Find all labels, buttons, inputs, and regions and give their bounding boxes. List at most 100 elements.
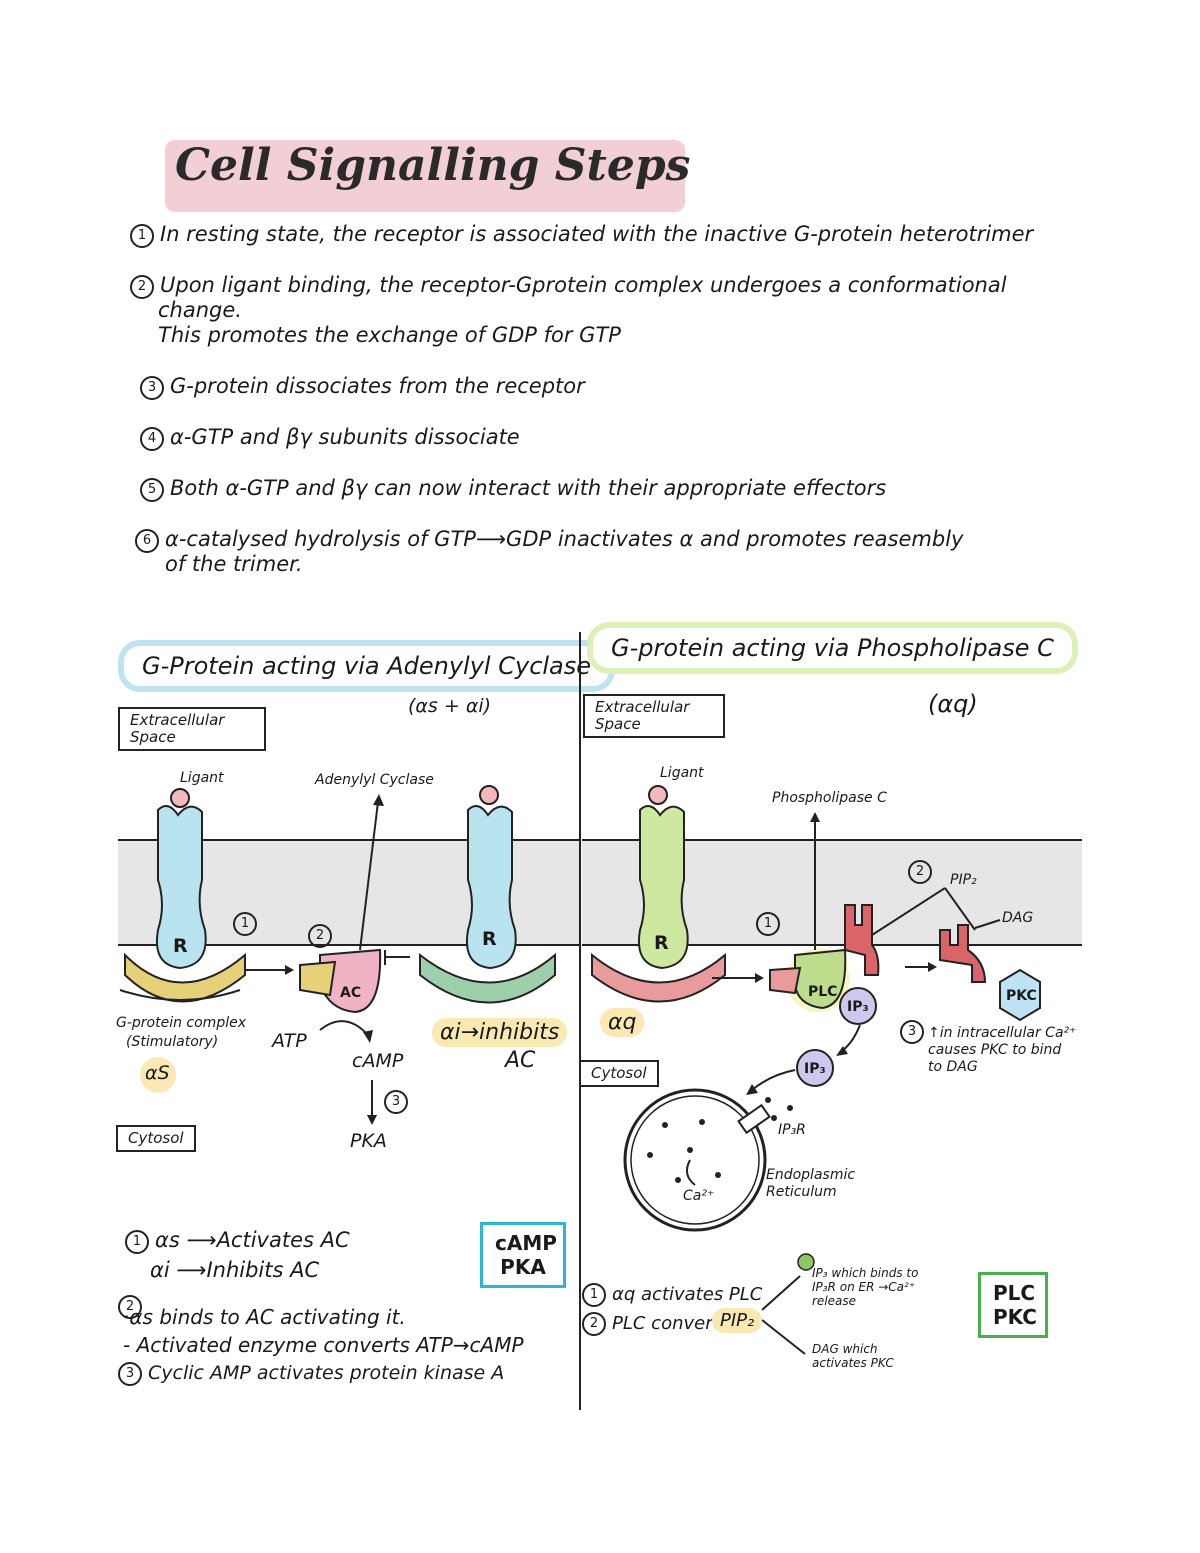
pip2-highlight: PIP₂ xyxy=(712,1308,763,1333)
ligand-label: Ligant xyxy=(660,765,704,781)
dag-molecule xyxy=(939,924,987,983)
calcium-label: Ca²⁺ xyxy=(683,1188,715,1204)
note-text: αs ⟶Activates AC xyxy=(155,1228,350,1252)
step-text: In resting state, the receptor is associ… xyxy=(160,222,1034,246)
pip2-molecule xyxy=(844,904,880,976)
note-text: PLC converts xyxy=(612,1313,730,1334)
dag-label: DAG xyxy=(1002,910,1034,926)
ip3-icon xyxy=(839,987,877,1025)
alpha-i-note-ac: AC xyxy=(505,1048,536,1073)
g-protein-complex-label: G-protein complex xyxy=(116,1015,246,1031)
step-6-line-2: of the trimer. xyxy=(165,552,303,576)
step-text: Both α-GTP and βγ can now interact with … xyxy=(170,476,887,500)
alpha-i-note: αi→inhibits xyxy=(432,1018,568,1047)
pka-label: PKA xyxy=(350,1130,387,1152)
ip3r-label: IP₃R xyxy=(778,1122,806,1138)
ligand-icon xyxy=(479,785,499,805)
left-subtype: (αs + αi) xyxy=(408,695,492,717)
endoplasmic-reticulum xyxy=(623,1088,767,1232)
step-number-1: 1 xyxy=(756,912,780,936)
step-text: G-protein dissociates from the receptor xyxy=(170,374,585,398)
right-note-2: 2 PLC converts xyxy=(582,1312,729,1336)
ligand-label: Ligant xyxy=(180,770,224,786)
step-number-2: 2 xyxy=(308,924,332,948)
left-note-2: αi ⟶Inhibits AC xyxy=(150,1258,320,1282)
plc-pkc-card: PLC PKC xyxy=(978,1272,1048,1338)
ip3-label: IP₃ xyxy=(804,1061,826,1077)
pip2-label: PIP₂ xyxy=(950,872,977,888)
ac-label: AC xyxy=(340,985,362,1001)
note-number: 2 xyxy=(582,1312,606,1336)
camp-label: cAMP xyxy=(352,1050,404,1072)
ip3-icon xyxy=(796,1049,834,1087)
ligand-icon xyxy=(648,785,668,805)
step-2-line-2: change. xyxy=(158,298,242,322)
ip3-label: IP₃ xyxy=(847,999,869,1015)
left-note-3: ·αs binds to AC activating it. xyxy=(123,1305,406,1329)
step-number: 5 xyxy=(140,478,164,502)
step-2-line-3: This promotes the exchange of GDP for GT… xyxy=(158,323,621,347)
step-number-1: 1 xyxy=(233,912,257,936)
step-text: α-GTP and βγ subunits dissociate xyxy=(170,425,520,449)
left-note-4: - Activated enzyme converts ATP→cAMP xyxy=(123,1333,524,1357)
note-number: 1 xyxy=(582,1283,606,1307)
note-number: 1 xyxy=(125,1230,149,1254)
stimulatory-label: (Stimulatory) xyxy=(126,1034,219,1050)
extracellular-space-label: Extracellular Space xyxy=(583,694,725,738)
step-number: 3 xyxy=(140,376,164,400)
step-text: α-catalysed hydrolysis of GTP⟶GDP inacti… xyxy=(165,527,964,551)
card-line: cAMP xyxy=(495,1231,557,1255)
note-text: αq activates PLC xyxy=(612,1284,763,1305)
step-number-2: 2 xyxy=(908,860,932,884)
er-label: Endoplasmic Reticulum xyxy=(766,1167,856,1200)
receptor-left-1 xyxy=(156,788,207,970)
receptor-left-2 xyxy=(466,785,517,970)
step-number-3: 3 xyxy=(900,1020,924,1044)
right-note-ip3: IP₃ which binds to IP₃R on ER →Ca²⁺ rele… xyxy=(812,1266,919,1308)
right-note-1: 1 αq activates PLC xyxy=(582,1283,762,1307)
left-section-heading: G-Protein acting via Adenylyl Cyclase xyxy=(118,640,616,692)
calcium-note: ↑in intracellular Ca²⁺ causes PKC to bin… xyxy=(928,1025,1077,1075)
alpha-s-subunit xyxy=(299,960,337,997)
right-note-dag: DAG which activates PKC xyxy=(812,1342,894,1370)
pkc-icon xyxy=(999,968,1041,1022)
ip3-receptor xyxy=(737,1103,771,1135)
right-section-heading: G-protein acting via Phospholipase C xyxy=(587,622,1078,674)
adenylyl-cyclase-label: Adenylyl Cyclase xyxy=(315,772,434,788)
extracellular-space-label: Extracellular Space xyxy=(118,707,266,751)
gs-complex xyxy=(124,952,246,1003)
receptor-label: R xyxy=(173,935,188,957)
phospholipase-c-label: Phospholipase C xyxy=(772,790,887,806)
cytosol-label: Cytosol xyxy=(579,1060,659,1087)
gi-complex xyxy=(419,952,556,1004)
alpha-q-subunit xyxy=(769,966,802,995)
receptor-label: R xyxy=(482,928,497,950)
alpha-q-label: αq xyxy=(600,1008,645,1037)
page-title: Cell Signalling Steps xyxy=(175,140,691,191)
card-line: PKA xyxy=(500,1255,546,1279)
step-text: Upon ligant binding, the receptor-Gprote… xyxy=(160,273,1007,297)
receptor-label: R xyxy=(654,932,669,954)
ligand-icon xyxy=(170,788,190,808)
step-number: 2 xyxy=(130,275,154,299)
step-number: 1 xyxy=(130,224,154,248)
note-number: 3 xyxy=(118,1362,142,1386)
plc-label: PLC xyxy=(808,984,838,1000)
title-highlight xyxy=(165,140,685,212)
pkc-label: PKC xyxy=(1006,988,1037,1004)
card-line: PKC xyxy=(993,1305,1037,1329)
right-subtype: (αq) xyxy=(928,690,978,718)
atp-label: ATP xyxy=(272,1030,307,1052)
step-number-3: 3 xyxy=(384,1090,408,1114)
step-number: 6 xyxy=(135,529,159,553)
alpha-s-highlight xyxy=(140,1057,176,1093)
card-line: PLC xyxy=(993,1281,1036,1305)
